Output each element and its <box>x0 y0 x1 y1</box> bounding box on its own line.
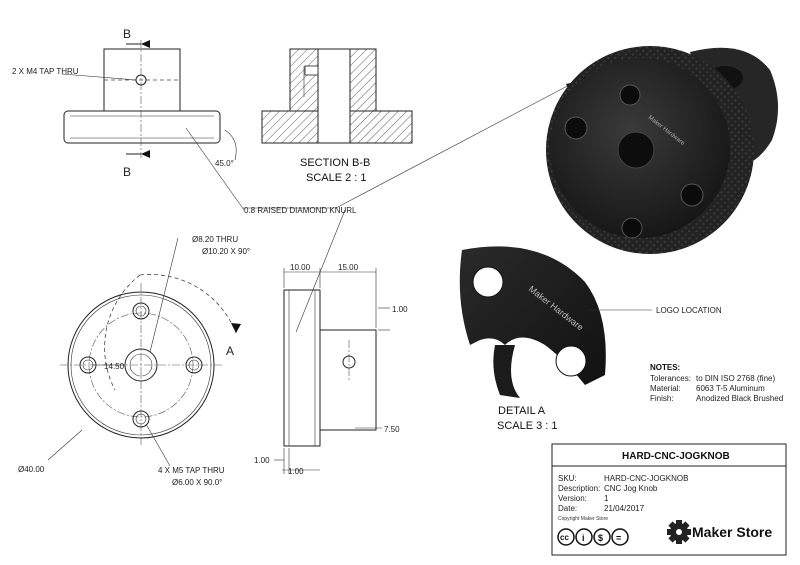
nd-icon: = <box>616 533 621 543</box>
side-view <box>274 268 390 474</box>
brand-name: Maker Store <box>692 524 772 540</box>
top-view <box>47 237 241 467</box>
countersink-label: Ø10.20 X 90° <box>202 247 250 256</box>
notes-key-2: Finish: <box>650 394 674 403</box>
detail-a-view: Maker Hardware <box>459 246 652 398</box>
outer-dia-label: Ø40.00 <box>18 465 45 474</box>
cc-license-badges: cc i $ = <box>557 528 629 546</box>
tb-value-2: 1 <box>604 494 609 503</box>
section-scale: SCALE 2 : 1 <box>306 172 367 184</box>
gear-logo-icon <box>667 520 691 544</box>
pcd-label: 14.50 <box>104 362 125 371</box>
dim-10-label: 10.00 <box>290 263 311 272</box>
section-view <box>261 48 413 144</box>
notes-heading: NOTES: <box>650 363 680 372</box>
notes-key-1: Material: <box>650 384 681 393</box>
tap-m5-cs-label: Ø6.00 X 90.0° <box>172 478 222 487</box>
notes-value-2: Anodized Black Brushed <box>696 394 783 403</box>
detail-scale: SCALE 3 : 1 <box>497 420 558 432</box>
section-arrow-bottom: B <box>123 165 131 179</box>
knob-render: Maker Hardware <box>546 46 779 254</box>
notes-value-1: 6063 T-5 Aluminum <box>696 384 765 393</box>
dim-15-label: 15.00 <box>338 263 359 272</box>
tb-value-0: HARD-CNC-JOGKNOB <box>604 474 688 483</box>
tb-copyright: Copyright Maker Store <box>558 516 608 522</box>
elevation-view <box>61 40 245 211</box>
by-icon: i <box>582 533 585 543</box>
tap-m5-label: 4 X M5 TAP THRU <box>158 466 225 475</box>
title-block-title: HARD-CNC-JOGKNOB <box>622 451 730 462</box>
section-arrow-top: B <box>123 27 131 41</box>
notes-value-0: to DIN ISO 2768 (fine) <box>696 374 775 383</box>
tb-key-2: Version: <box>558 494 587 503</box>
cc-icon: cc <box>560 533 569 542</box>
thru-hole-label: Ø8.20 THRU <box>192 235 238 244</box>
dim-7-5-label: 7.50 <box>384 425 400 434</box>
dim-1-left-label: 1.00 <box>254 456 270 465</box>
tb-key-0: SKU: <box>558 474 577 483</box>
tb-key-3: Date: <box>558 504 577 513</box>
tap-m4-label: 2 X M4 TAP THRU <box>12 67 79 76</box>
nc-icon: $ <box>598 533 603 543</box>
notes-key-0: Tolerances: <box>650 374 691 383</box>
detail-ref-label: A <box>226 344 234 358</box>
dim-1-top-label: 1.00 <box>392 305 408 314</box>
knurl-label: 0.8 RAISED DIAMOND KNURL <box>244 206 357 215</box>
dim-1-bottom-label: 1.00 <box>288 467 304 476</box>
tb-key-1: Description: <box>558 484 600 493</box>
tb-value-1: CNC Jog Knob <box>604 484 658 493</box>
detail-title: DETAIL A <box>498 405 546 417</box>
section-title: SECTION B-B <box>300 157 370 169</box>
chamfer-angle-label: 45.0° <box>215 159 234 168</box>
logo-location-label: LOGO LOCATION <box>656 306 722 315</box>
tb-value-3: 21/04/2017 <box>604 504 645 513</box>
